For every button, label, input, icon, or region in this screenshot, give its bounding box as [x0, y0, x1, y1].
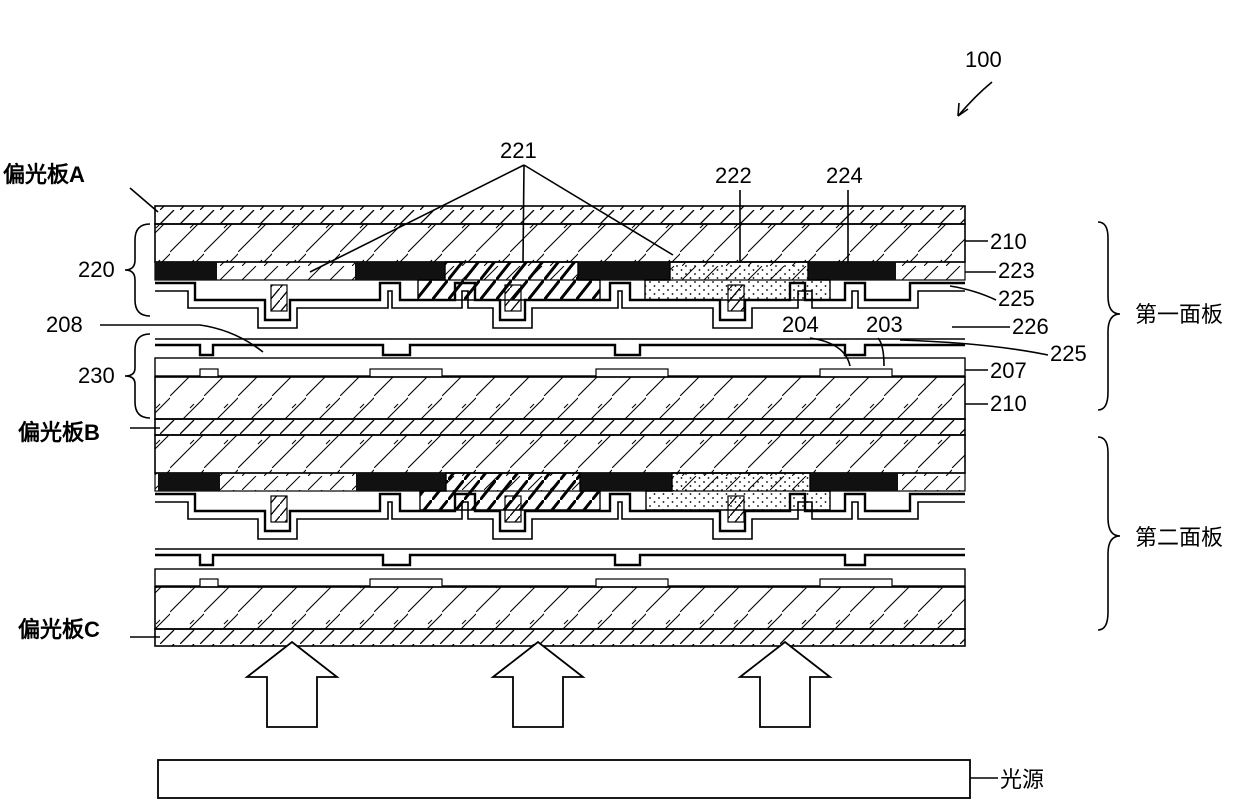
polarizer-b [155, 419, 965, 435]
label-210-bottom: 210 [990, 391, 1027, 416]
glass-substrate-210-top [155, 224, 965, 262]
spacer-post-3 [728, 285, 744, 311]
brace-second-panel [1098, 437, 1120, 630]
light-arrow-1 [247, 642, 337, 727]
polarizer-c-label: 偏光板C [18, 617, 100, 642]
brace-first-panel [1098, 222, 1120, 410]
label-225-mid: 225 [1050, 341, 1087, 366]
label-224: 224 [826, 163, 863, 188]
polarizer-c [155, 629, 965, 646]
light-source [158, 760, 970, 798]
black-matrix-2-2 [356, 473, 446, 491]
polarizer-a-label: 偏光板A [3, 162, 85, 187]
label-207: 207 [990, 358, 1027, 383]
spacer-post-1 [271, 285, 287, 311]
glass-substrate-2-top [155, 435, 965, 473]
bracket-230 [125, 334, 150, 418]
black-matrix-1 [155, 262, 217, 280]
bracket-220 [125, 224, 150, 316]
ref-number-label: 100 [965, 47, 1002, 72]
black-matrix-4 [808, 262, 896, 280]
label-210-top: 210 [990, 229, 1027, 254]
tft-electrode-1 [200, 369, 218, 377]
first-panel [155, 224, 965, 419]
black-matrix-2 [355, 262, 445, 280]
black-matrix-2-4 [810, 473, 898, 491]
ref-arrow [958, 82, 992, 116]
polarizer-a [155, 206, 965, 224]
black-matrix-2-3 [580, 473, 672, 491]
spacer-post-2-1 [271, 496, 287, 522]
polarizer-b-label: 偏光板B [18, 420, 100, 445]
label-230: 230 [78, 363, 115, 388]
label-226: 226 [1012, 314, 1049, 339]
label-222: 222 [715, 163, 752, 188]
light-source-label: 光源 [1000, 767, 1044, 792]
second-panel [155, 435, 965, 629]
tft-electrode-4 [820, 369, 892, 377]
light-arrow-3 [740, 642, 830, 727]
spacer-post-2-3 [728, 496, 744, 522]
glass-substrate-210-bottom [155, 377, 965, 419]
panel-second-label: 第二面板 [1135, 525, 1223, 550]
black-matrix-3 [578, 262, 670, 280]
tft-electrode-3 [596, 369, 668, 377]
light-arrow-2 [493, 642, 583, 727]
black-matrix-2-1 [158, 473, 220, 491]
label-221: 221 [500, 138, 537, 163]
panel-first-label: 第一面板 [1135, 302, 1223, 327]
label-220: 220 [78, 257, 115, 282]
tft-electrode-2 [370, 369, 442, 377]
label-204: 204 [782, 312, 819, 337]
label-223: 223 [998, 258, 1035, 283]
glass-substrate-2-bottom [155, 587, 965, 629]
spacer-post-2-2 [505, 496, 521, 522]
label-208: 208 [46, 312, 83, 337]
label-203: 203 [866, 312, 903, 337]
label-225-top: 225 [998, 286, 1035, 311]
spacer-post-2 [505, 285, 521, 311]
